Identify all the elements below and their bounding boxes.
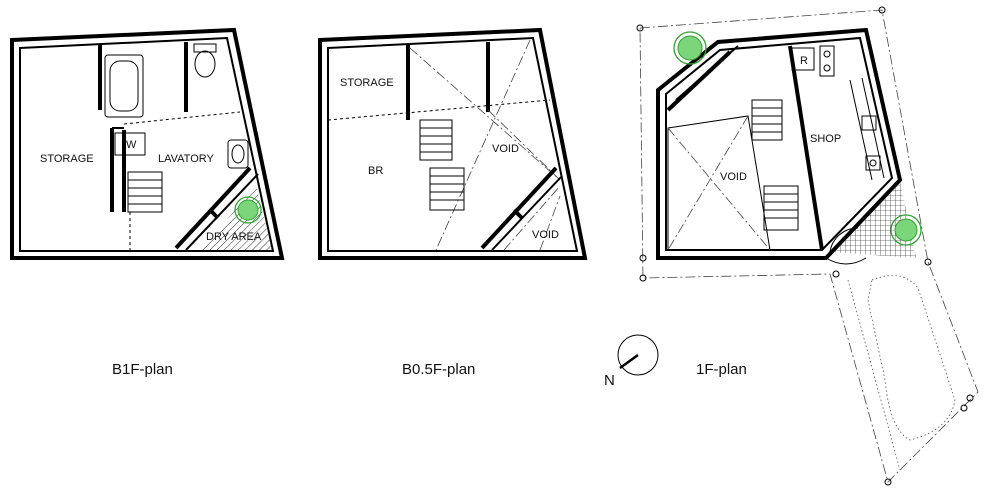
- bathtub-icon: [109, 60, 139, 112]
- b1f-stair: [127, 171, 163, 213]
- b05f-outer-wall: [318, 27, 588, 260]
- stove-icon: [819, 45, 835, 77]
- plan-b05f: STORAGE BR VOID VOID B0.5F-plan: [318, 27, 588, 378]
- toilet-icon: [194, 50, 216, 78]
- b1f-outer-wall: [10, 27, 285, 260]
- plan-caption: B1F-plan: [112, 361, 173, 378]
- room-label: SHOP: [810, 133, 841, 145]
- b05f-stair: [419, 119, 465, 211]
- void-area: [667, 115, 771, 251]
- tree-icon: [890, 214, 922, 246]
- b1f-inner-wall: [19, 36, 275, 252]
- plan-caption: B0.5F-plan: [402, 361, 475, 378]
- plan-caption: 1F-plan: [696, 361, 747, 378]
- north-label: N: [604, 372, 615, 389]
- b05f-dashed-line: [327, 99, 551, 121]
- washer-box: [114, 132, 146, 156]
- room-label: W: [126, 139, 137, 151]
- room-label: LAVATORY: [158, 153, 215, 165]
- parking-outline: [847, 279, 901, 471]
- sink-icon: [865, 155, 881, 171]
- room-label: VOID: [532, 229, 559, 241]
- site-boundary: [639, 9, 979, 483]
- b1f-dashed-line: [123, 111, 241, 125]
- void-cross: [667, 127, 771, 251]
- 1f-outer-wall: [656, 27, 903, 260]
- room-label: BR: [368, 165, 383, 177]
- door-swing: [829, 227, 859, 253]
- void-cross: [487, 109, 561, 181]
- b05f-diagonal-wall: [491, 175, 563, 251]
- door-swing: [825, 257, 867, 265]
- plan-b1f: STORAGE LAVATORY W DRY AREA B1F-plan: [10, 27, 285, 378]
- sink-icon: [227, 139, 249, 169]
- room-label: STORAGE: [340, 77, 394, 89]
- room-label: VOID: [720, 171, 747, 183]
- b05f-diagonal-wall: [480, 166, 558, 250]
- toilet-icon: [193, 43, 217, 53]
- dry-area-door: [208, 208, 220, 220]
- dry-area-wall: [174, 166, 252, 250]
- b05f-door: [512, 208, 524, 220]
- room-label: DRY AREA: [206, 231, 262, 243]
- tree-icon: [673, 31, 707, 65]
- bathtub-icon: [104, 54, 144, 118]
- sink-icon: [869, 159, 877, 167]
- site-marker: [636, 6, 974, 486]
- void-cross: [503, 185, 561, 251]
- void-cross: [539, 195, 561, 251]
- north-arrow-icon: N: [604, 334, 659, 389]
- fridge-box: [791, 47, 815, 71]
- parking-outline: [867, 275, 956, 441]
- room-label: STORAGE: [40, 153, 94, 165]
- tree-icon: [234, 196, 262, 224]
- plan-1f: VOID SHOP R 1F-plan: [636, 6, 979, 486]
- dry-area-wall: [185, 173, 259, 251]
- sink-icon: [231, 144, 245, 164]
- void-cross: [667, 115, 749, 251]
- sink-icon: [861, 115, 877, 131]
- void-cross: [409, 47, 561, 181]
- void-cross: [435, 39, 531, 251]
- 1f-inner-wall: [665, 36, 894, 251]
- room-label: R: [800, 55, 808, 67]
- shop-counter: [849, 79, 873, 181]
- 1f-entry-wall: [675, 45, 739, 101]
- b05f-inner-wall: [327, 36, 579, 252]
- 1f-stair: [751, 99, 799, 231]
- shop-partition: [788, 45, 824, 251]
- room-label: VOID: [492, 143, 519, 155]
